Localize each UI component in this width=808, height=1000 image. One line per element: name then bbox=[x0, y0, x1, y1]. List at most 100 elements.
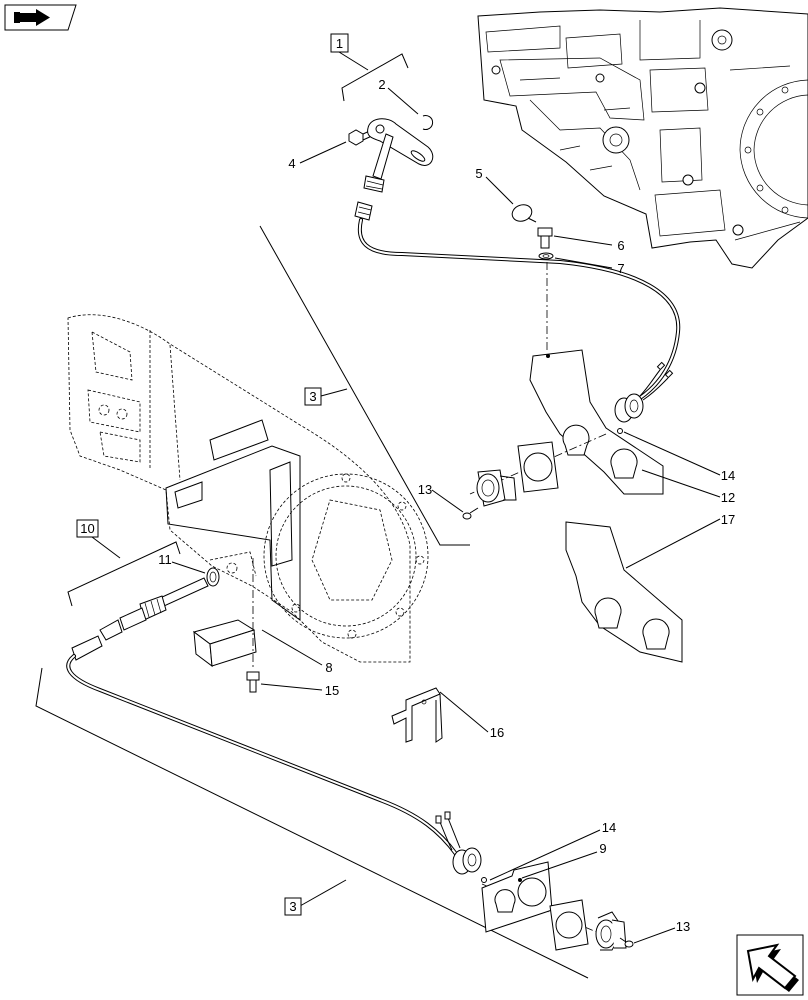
housing-hole bbox=[116, 408, 128, 420]
connector-wires bbox=[439, 817, 461, 851]
callout-13-upper[interactable]: 13 bbox=[418, 482, 432, 497]
engine-edge bbox=[639, 20, 701, 61]
engine-cover bbox=[485, 25, 561, 53]
callout-15[interactable]: 15 bbox=[325, 683, 339, 698]
callout-boxed-1[interactable]: 1 bbox=[330, 33, 349, 53]
ring-shape bbox=[206, 567, 220, 587]
arrow-glyph bbox=[746, 943, 797, 990]
engine-block bbox=[477, 7, 808, 269]
hand-arrow-icon[interactable] bbox=[4, 4, 77, 31]
washer-7 bbox=[538, 252, 613, 269]
mounting-plate-9 bbox=[481, 851, 598, 933]
cable-inner bbox=[67, 655, 457, 855]
callout-4[interactable]: 4 bbox=[288, 156, 295, 171]
next-arrow-icon[interactable] bbox=[736, 934, 804, 996]
callout-14-lower[interactable]: 14 bbox=[602, 820, 616, 835]
o-ring-tab bbox=[527, 217, 537, 223]
housing-edge bbox=[209, 551, 257, 577]
callout-17[interactable]: 17 bbox=[721, 512, 735, 527]
leader-line bbox=[625, 518, 721, 569]
callout-9[interactable]: 9 bbox=[599, 841, 606, 856]
callout-11[interactable]: 11 bbox=[158, 552, 172, 567]
engine-fitting bbox=[711, 29, 733, 51]
callout-label[interactable]: 10 bbox=[80, 521, 94, 536]
leader-line bbox=[553, 235, 613, 246]
callout-16[interactable]: 16 bbox=[490, 725, 504, 740]
connector-face bbox=[462, 847, 482, 873]
bracket-line bbox=[341, 53, 409, 102]
bolt-head bbox=[732, 224, 744, 236]
leader-line bbox=[171, 561, 206, 574]
screw-shaft bbox=[469, 507, 479, 514]
callout-label[interactable]: 1 bbox=[336, 36, 343, 51]
washer-hole bbox=[542, 254, 550, 258]
callout-14-upper[interactable]: 14 bbox=[721, 468, 735, 483]
cable-inner bbox=[358, 219, 680, 399]
flange-pad bbox=[174, 481, 203, 509]
bolt-shaft bbox=[540, 235, 550, 249]
flywheel-housing bbox=[753, 94, 808, 206]
bracket-front bbox=[209, 629, 257, 667]
callout-boxed-3-lower[interactable]: 3 bbox=[284, 897, 302, 916]
bolt-6 bbox=[537, 227, 613, 249]
bolt-head bbox=[537, 227, 553, 237]
housing-flange bbox=[165, 445, 301, 621]
callout-7[interactable]: 7 bbox=[617, 261, 624, 276]
callout-13-lower[interactable]: 13 bbox=[676, 919, 690, 934]
callout-boxed-10[interactable]: 10 bbox=[76, 519, 99, 538]
plate-hole bbox=[517, 877, 547, 907]
mounting-bracket-17 bbox=[565, 518, 721, 663]
upper-cable-harness bbox=[354, 201, 681, 400]
callout-12[interactable]: 12 bbox=[721, 490, 735, 505]
callout-2[interactable]: 2 bbox=[378, 77, 385, 92]
lower-cable-harness bbox=[66, 635, 458, 856]
callout-8[interactable]: 8 bbox=[325, 660, 332, 675]
leader-line bbox=[387, 87, 419, 115]
plate-hole-small bbox=[518, 878, 522, 882]
plate-cutout bbox=[494, 889, 516, 913]
gasket-lower bbox=[549, 899, 589, 951]
housing-bolt bbox=[347, 629, 357, 639]
seal-ring-11 bbox=[171, 561, 220, 587]
screw-13-upper bbox=[431, 489, 479, 520]
bracket-line bbox=[67, 541, 181, 607]
housing-boss bbox=[99, 431, 141, 463]
socket-lower bbox=[595, 911, 627, 951]
engine-sensor-port bbox=[609, 133, 623, 147]
engine-edge bbox=[519, 77, 631, 171]
clip-shape bbox=[391, 687, 441, 743]
sensor-tube bbox=[159, 577, 209, 607]
transmission-housing bbox=[67, 314, 429, 663]
housing-bolt bbox=[415, 555, 425, 565]
bell-housing-ring bbox=[263, 473, 429, 639]
sensor-plug bbox=[99, 619, 123, 641]
cable-plug bbox=[354, 201, 373, 221]
bracket-hole bbox=[375, 124, 385, 134]
rear-speed-sensor bbox=[99, 577, 209, 641]
cable-plug bbox=[71, 635, 103, 661]
screw-13-lower bbox=[619, 927, 676, 948]
plug-ridges bbox=[357, 206, 372, 216]
hex-thread bbox=[144, 598, 162, 618]
screw-shaft bbox=[619, 937, 627, 943]
bell-housing-ring bbox=[275, 485, 417, 627]
leader-line bbox=[431, 489, 464, 513]
callout-label[interactable]: 3 bbox=[309, 389, 316, 404]
callout-label[interactable]: 3 bbox=[289, 899, 296, 914]
callout-5[interactable]: 5 bbox=[475, 166, 482, 181]
gasket-upper bbox=[517, 441, 559, 493]
engine-cover bbox=[565, 33, 623, 69]
group-line bbox=[35, 667, 589, 979]
callout-boxed-3-upper[interactable]: 3 bbox=[304, 387, 322, 406]
bracket-cutout bbox=[594, 597, 622, 629]
engine-fitting bbox=[717, 35, 727, 45]
engine-edge bbox=[729, 65, 801, 241]
leader-line bbox=[633, 927, 676, 944]
bolt-hole bbox=[781, 86, 789, 94]
bolt-shaft bbox=[249, 679, 257, 693]
bracket-cutout bbox=[562, 424, 590, 456]
ring-hole bbox=[209, 571, 217, 583]
screw-head bbox=[624, 940, 634, 948]
clip-leg bbox=[435, 693, 443, 743]
callout-6[interactable]: 6 bbox=[617, 238, 624, 253]
